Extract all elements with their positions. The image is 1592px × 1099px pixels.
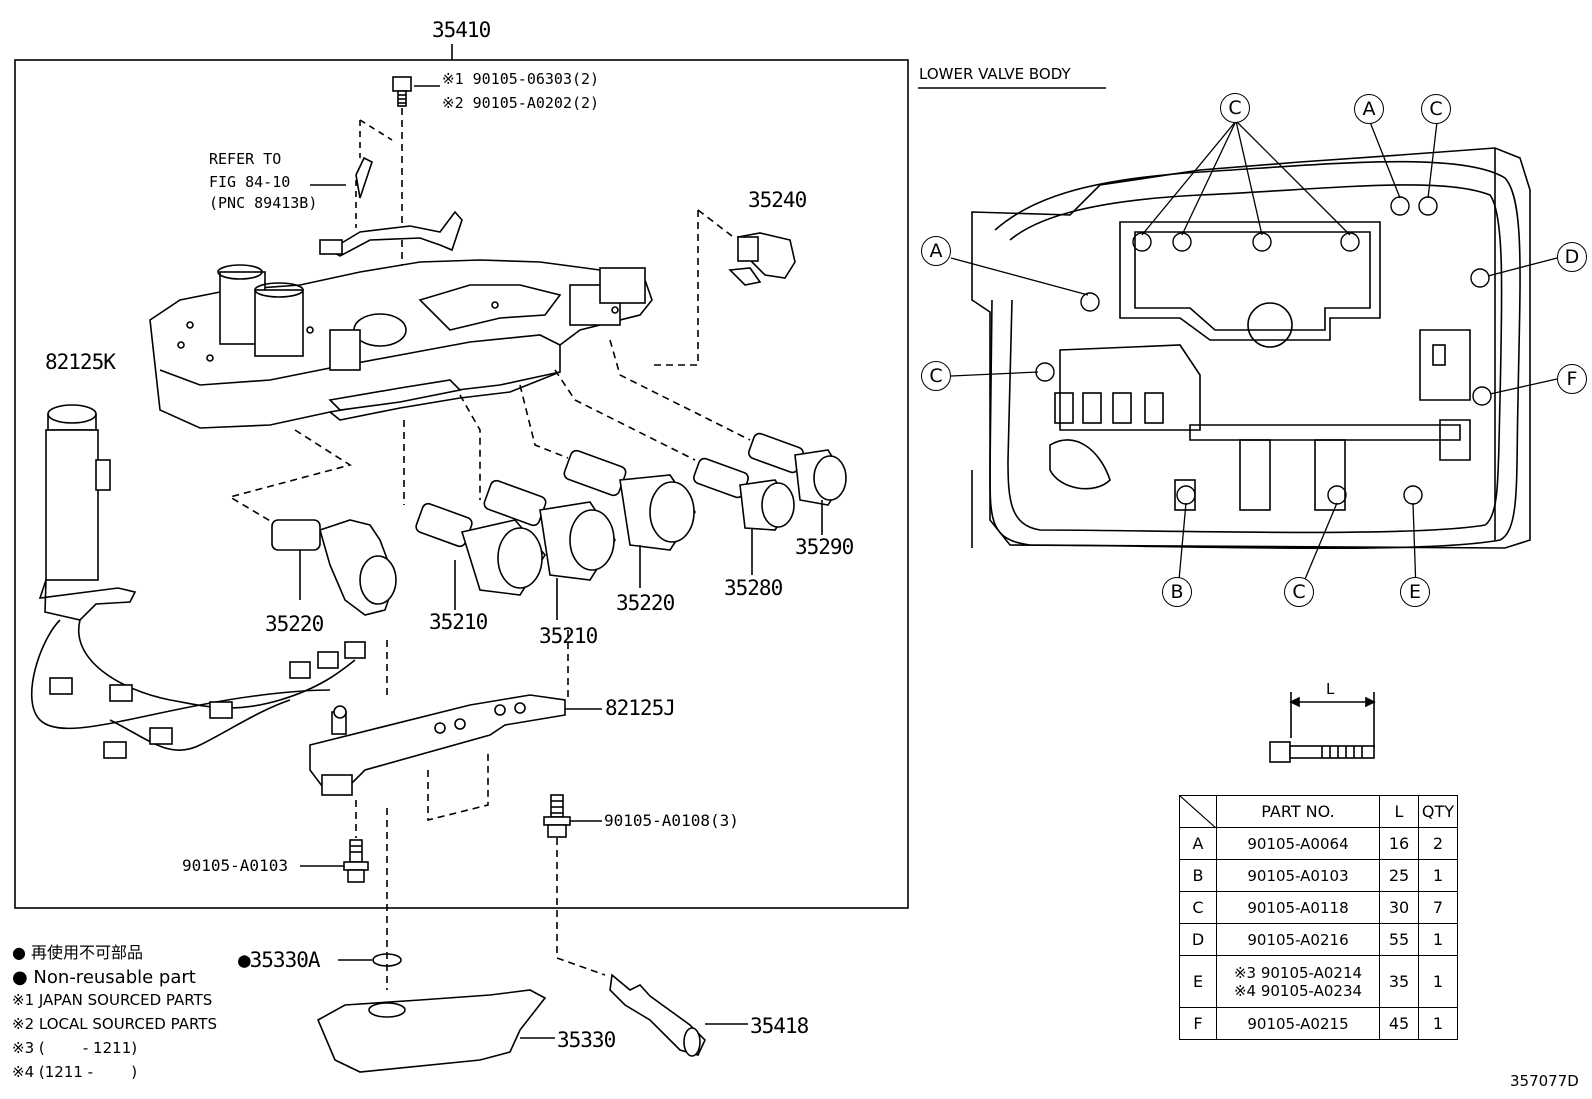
row-part: ※3 90105-A0214 ※4 90105-A0234 — [1216, 955, 1380, 1008]
callout-d-right: D — [1557, 242, 1587, 272]
row-key: A — [1179, 827, 1217, 860]
row-part: 90105-A0118 — [1216, 891, 1380, 924]
lower-valve-body-drawing — [971, 147, 1531, 550]
bolt-note-2: ※2 90105-A0202(2) — [442, 94, 600, 112]
row-qty: 7 — [1418, 891, 1458, 924]
row-key: B — [1179, 859, 1217, 892]
lower-valve-body-title: LOWER VALVE BODY — [919, 65, 1071, 83]
bolt-90105-A0108 — [543, 794, 606, 976]
callout-c-top2: C — [1421, 94, 1451, 124]
part-label-90105-A0103: 90105-A0103 — [182, 856, 288, 875]
oil-pipe-35418 — [609, 973, 748, 1057]
part-label-35220-right: 35220 — [616, 591, 675, 615]
row-part-line2: ※4 90105-A0234 — [1233, 981, 1363, 1000]
callout-leaders — [950, 120, 1558, 592]
row-l: 35 — [1379, 955, 1419, 1008]
refer-note-line3: (PNC 89413B) — [209, 194, 318, 212]
legend-note-3: ※3 ( - 1211) — [12, 1039, 138, 1057]
row-l: 25 — [1379, 859, 1419, 892]
solenoid-35210-b — [459, 394, 616, 620]
callout-c-left: C — [921, 361, 951, 391]
callout-e-bottom: E — [1400, 577, 1430, 607]
assembly-label: 35410 — [432, 18, 491, 42]
part-label-35280: 35280 — [724, 576, 783, 600]
part-label-90105-A0108: 90105-A0108(3) — [604, 811, 739, 830]
part-label-82125K: 82125K — [45, 350, 116, 374]
part-label-35210-a: 35210 — [429, 610, 488, 634]
refer-note-line1: REFER TO — [209, 150, 282, 168]
table-row: F 90105-A0215 45 1 — [1179, 1007, 1458, 1040]
row-l: 16 — [1379, 827, 1419, 860]
callout-b-bottom: B — [1162, 577, 1192, 607]
speed-sensor-82125K — [30, 404, 366, 759]
part-label-35418: 35418 — [750, 1014, 809, 1038]
part-label-35330A: ●35330A — [238, 948, 321, 972]
solenoid-35220-right — [519, 384, 696, 588]
row-qty: 2 — [1418, 827, 1458, 860]
bolt-length-illustration — [1269, 692, 1376, 763]
solenoid-35220-left — [227, 429, 397, 616]
row-qty: 1 — [1418, 923, 1458, 956]
row-qty: 1 — [1418, 955, 1458, 1008]
bolt-note-1: ※1 90105-06303(2) — [442, 70, 600, 88]
table-row: B 90105-A0103 25 1 — [1179, 859, 1458, 892]
part-label-35330: 35330 — [557, 1028, 616, 1052]
row-l: 55 — [1379, 923, 1419, 956]
bolt-spec-table: PART NO. L QTY A 90105-A0064 16 2 B 9010… — [1179, 795, 1458, 1040]
row-qty: 1 — [1418, 1007, 1458, 1040]
row-part-line1: ※3 90105-A0214 — [1233, 963, 1363, 982]
callout-c-top1: C — [1220, 93, 1250, 123]
bolt-table-corner — [1179, 795, 1217, 828]
table-row: A 90105-A0064 16 2 — [1179, 827, 1458, 860]
solenoid-35240 — [650, 209, 796, 366]
row-qty: 1 — [1418, 859, 1458, 892]
refer-note-line2: FIG 84-10 — [209, 173, 291, 191]
row-l: 30 — [1379, 891, 1419, 924]
legend-note-4: ※4 (1211 - ) — [12, 1063, 138, 1081]
row-key: F — [1179, 1007, 1217, 1040]
callout-f-right: F — [1557, 364, 1587, 394]
solenoid-35280 — [554, 369, 795, 575]
bolt-length-label: L — [1326, 680, 1335, 698]
table-row: E ※3 90105-A0214 ※4 90105-A0234 35 1 — [1179, 955, 1458, 1008]
table-row: C 90105-A0118 30 7 — [1179, 891, 1458, 924]
callout-a-left: A — [921, 236, 951, 266]
callout-a-top: A — [1354, 94, 1384, 124]
detent-spring-part — [310, 119, 463, 257]
part-label-35220-left: 35220 — [265, 612, 324, 636]
row-part: 90105-A0064 — [1216, 827, 1380, 860]
row-key: E — [1179, 955, 1217, 1008]
legend-non-reusable-en: ● Non-reusable part — [12, 967, 196, 988]
row-l: 45 — [1379, 1007, 1419, 1040]
col-part-no: PART NO. — [1216, 795, 1380, 828]
solenoid-35290 — [609, 339, 847, 535]
row-part: 90105-A0103 — [1216, 859, 1380, 892]
part-label-35290: 35290 — [795, 535, 854, 559]
row-key: C — [1179, 891, 1217, 924]
row-key: D — [1179, 923, 1217, 956]
bolt-table-header: PART NO. L QTY — [1179, 795, 1458, 828]
solenoid-35210-a — [403, 420, 546, 610]
upper-valve-body — [149, 259, 653, 429]
legend-local-sourced: ※2 LOCAL SOURCED PARTS — [12, 1015, 217, 1033]
bolt-90105-A0103 — [300, 800, 388, 990]
part-label-35210-b: 35210 — [539, 624, 598, 648]
legend-japan-sourced: ※1 JAPAN SOURCED PARTS — [12, 991, 213, 1009]
legend-non-reusable-jp: ● 再使用不可部品 — [12, 943, 144, 962]
row-part: 90105-A0215 — [1216, 1007, 1380, 1040]
callout-c-bottom: C — [1284, 577, 1314, 607]
col-l: L — [1379, 795, 1419, 828]
col-qty: QTY — [1418, 795, 1458, 828]
corner-diagonal — [1180, 796, 1216, 828]
part-label-35240: 35240 — [748, 188, 807, 212]
connector-plate-82125J — [309, 630, 602, 822]
part-label-82125J: 82125J — [605, 696, 676, 720]
oil-strainer-35330 — [316, 953, 555, 1073]
figure-id: 357077D — [1510, 1072, 1579, 1090]
row-part: 90105-A0216 — [1216, 923, 1380, 956]
table-row: D 90105-A0216 55 1 — [1179, 923, 1458, 956]
assembly-frame — [14, 59, 909, 909]
